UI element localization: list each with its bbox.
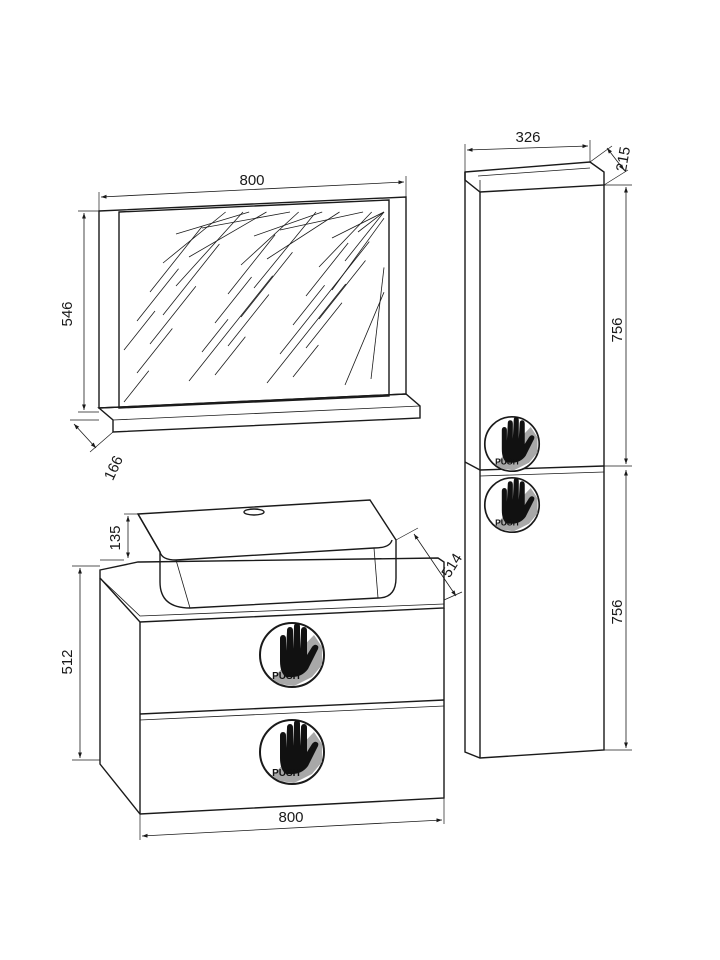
column-upper-push[interactable]: PUSH bbox=[483, 415, 541, 473]
glass-reflection-line bbox=[240, 211, 299, 266]
vanity-group: PUSH PUSH 135 514 512 800 bbox=[59, 499, 466, 840]
glass-reflection-line bbox=[136, 328, 173, 374]
basin-height-label: 135 bbox=[107, 525, 124, 550]
column-lower-push[interactable]: PUSH bbox=[483, 476, 541, 534]
glass-reflection-line bbox=[201, 211, 291, 229]
glass-reflection-line bbox=[175, 211, 250, 235]
glass-reflection-line bbox=[214, 276, 252, 324]
vanity-upper-drawer-push[interactable]: PUSH bbox=[259, 622, 325, 688]
glass-reflection-line bbox=[201, 318, 229, 353]
push-label: PUSH bbox=[272, 768, 300, 779]
glass-reflection-line bbox=[227, 234, 276, 295]
glass-reflection-line bbox=[188, 275, 274, 382]
mirror-group: 800 546 166 bbox=[59, 172, 421, 483]
column-depth-dim-line bbox=[606, 147, 625, 171]
glass-reflection-line bbox=[253, 211, 323, 237]
glass-reflection-line bbox=[266, 283, 347, 384]
glass-reflection-line bbox=[162, 243, 220, 316]
glass-reflection-line bbox=[318, 260, 366, 320]
column-lower-height-label: 756 bbox=[609, 599, 626, 624]
glass-reflection-line bbox=[227, 294, 270, 347]
glass-reflection-line bbox=[292, 344, 319, 378]
vanity-width-dim-line bbox=[141, 818, 443, 838]
basin-tap-hole bbox=[243, 508, 265, 516]
glass-reflection-line bbox=[123, 370, 150, 403]
push-label: PUSH bbox=[272, 671, 300, 682]
mirror-depth-dim-line bbox=[73, 423, 97, 449]
glass-reflection-line bbox=[305, 302, 343, 349]
glass-reflection-line bbox=[305, 242, 349, 297]
mirror-glass-frame bbox=[118, 199, 390, 409]
glass-reflection-line bbox=[279, 211, 364, 231]
vanity-lower-drawer-push[interactable]: PUSH bbox=[259, 719, 325, 785]
glass-reflection-line bbox=[279, 241, 370, 355]
vanity-width-label: 800 bbox=[278, 809, 303, 826]
vanity-countertop bbox=[99, 557, 445, 623]
glass-reflection-line bbox=[370, 267, 385, 380]
glass-reflection-line bbox=[214, 336, 246, 376]
glass-reflection-line bbox=[331, 211, 385, 239]
column-top bbox=[464, 161, 605, 193]
vanity-height-label: 512 bbox=[59, 649, 76, 674]
vanity-drawer-split bbox=[139, 699, 445, 715]
glass-reflection-line bbox=[240, 252, 293, 318]
glass-reflection-line bbox=[175, 211, 244, 287]
glass-reflection-line bbox=[149, 226, 203, 293]
push-label: PUSH bbox=[495, 517, 519, 527]
glass-reflection-line bbox=[344, 211, 385, 262]
push-label: PUSH bbox=[495, 456, 519, 466]
column-cabinet-group: PUSH PUSH 326 215 756 756 bbox=[464, 129, 634, 759]
glass-reflection-line bbox=[292, 284, 325, 326]
glass-reflection-line bbox=[318, 211, 372, 268]
glass-reflection-line bbox=[162, 211, 226, 264]
column-body bbox=[464, 172, 605, 759]
glass-reflection-line bbox=[188, 211, 267, 258]
column-depth-label: 215 bbox=[613, 145, 634, 173]
glass-reflection-line bbox=[123, 310, 156, 351]
glass-reflection-line bbox=[357, 211, 385, 233]
glass-reflection-line bbox=[136, 268, 179, 322]
mirror-width-dim-line bbox=[100, 180, 405, 199]
glass-reflection-line bbox=[344, 292, 385, 386]
mirror-height-label: 546 bbox=[59, 301, 76, 326]
vanity-depth-dim-line bbox=[413, 533, 457, 597]
mirror-depth-label: 166 bbox=[101, 453, 127, 483]
column-upper-height-label: 756 bbox=[609, 317, 626, 342]
glass-reflection-line bbox=[149, 286, 197, 345]
column-width-dim-line bbox=[466, 144, 589, 152]
mirror-width-label: 800 bbox=[239, 172, 264, 189]
mirror-glass bbox=[123, 211, 385, 403]
column-door-split bbox=[464, 461, 481, 471]
column-width-label: 326 bbox=[515, 129, 540, 146]
